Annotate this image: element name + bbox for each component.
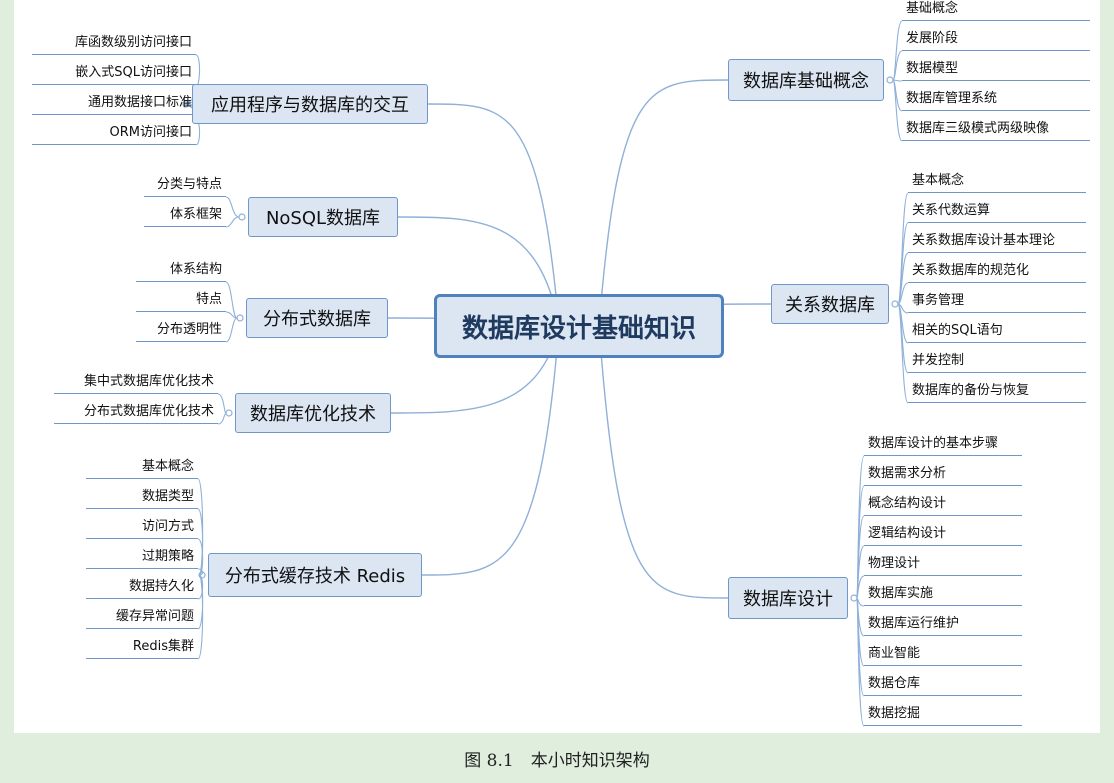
leaf-node[interactable]: 数据库的备份与恢复 bbox=[908, 381, 1086, 403]
connector-line bbox=[892, 79, 903, 82]
connector-line bbox=[598, 325, 729, 599]
connector-line bbox=[182, 103, 201, 146]
branch-node[interactable]: NoSQL数据库 bbox=[248, 197, 398, 237]
leaf-node[interactable]: 商业智能 bbox=[864, 644, 1022, 666]
leaf-node[interactable]: 发展阶段 bbox=[902, 29, 1090, 51]
leaf-node[interactable]: 缓存异常问题 bbox=[86, 607, 198, 629]
leaf-node[interactable]: 逻辑结构设计 bbox=[864, 524, 1022, 546]
connector-line bbox=[892, 50, 903, 81]
leaf-node[interactable]: 集中式数据库优化技术 bbox=[54, 372, 218, 394]
leaf-node[interactable]: 分布式数据库优化技术 bbox=[54, 402, 218, 424]
leaf-node[interactable]: 体系框架 bbox=[144, 205, 226, 227]
connector-line bbox=[197, 538, 204, 576]
branch-node[interactable]: 分布式缓存技术 Redis bbox=[208, 553, 422, 597]
leaf-node[interactable]: 通用数据接口标准 bbox=[32, 93, 196, 115]
connector-line bbox=[217, 412, 227, 425]
connector-line bbox=[397, 216, 560, 327]
connector-line bbox=[598, 79, 729, 327]
leaf-node[interactable]: 基础概念 bbox=[902, 0, 1090, 21]
leaf-node[interactable]: 数据类型 bbox=[86, 487, 198, 509]
leaf-node[interactable]: 库函数级别访问接口 bbox=[32, 33, 196, 55]
connector-line bbox=[225, 216, 240, 228]
leaf-node[interactable]: 数据需求分析 bbox=[864, 464, 1022, 486]
connector-line bbox=[197, 574, 204, 660]
leaf-node[interactable]: 物理设计 bbox=[864, 554, 1022, 576]
leaf-node[interactable]: 过期策略 bbox=[86, 547, 198, 569]
connector-line bbox=[897, 252, 909, 305]
figure-caption: 图 8.1 本小时知识架构 bbox=[464, 750, 650, 771]
connector-line bbox=[427, 103, 560, 327]
connector-line bbox=[892, 20, 903, 81]
leaf-node[interactable]: 数据仓库 bbox=[864, 674, 1022, 696]
connector-line bbox=[182, 54, 201, 105]
leaf-node[interactable]: 概念结构设计 bbox=[864, 494, 1022, 516]
leaf-node[interactable]: 数据库运行维护 bbox=[864, 614, 1022, 636]
connector-line bbox=[197, 508, 204, 576]
connector-line bbox=[225, 281, 238, 319]
leaf-node[interactable]: 数据模型 bbox=[902, 59, 1090, 81]
connector-line bbox=[897, 282, 909, 305]
leaf-node[interactable]: 基本概念 bbox=[908, 171, 1086, 193]
leaf-node[interactable]: Redis集群 bbox=[86, 637, 198, 659]
collapse-toggle-icon[interactable] bbox=[850, 594, 858, 602]
leaf-node[interactable]: 数据库管理系统 bbox=[902, 89, 1090, 111]
branch-node[interactable]: 关系数据库 bbox=[771, 284, 889, 324]
connector-line bbox=[856, 597, 865, 727]
leaf-node[interactable]: 关系代数运算 bbox=[908, 201, 1086, 223]
leaf-node[interactable]: 事务管理 bbox=[908, 291, 1086, 313]
collapse-toggle-icon[interactable] bbox=[225, 409, 233, 417]
branch-node[interactable]: 应用程序与数据库的交互 bbox=[192, 84, 428, 124]
collapse-toggle-icon[interactable] bbox=[238, 213, 246, 221]
leaf-node[interactable]: 特点 bbox=[136, 290, 226, 312]
branch-node[interactable]: 分布式数据库 bbox=[246, 298, 388, 338]
leaf-node[interactable]: 关系数据库设计基本理论 bbox=[908, 231, 1086, 253]
connector-line bbox=[225, 317, 238, 343]
branch-node[interactable]: 数据库设计 bbox=[728, 577, 848, 619]
leaf-node[interactable]: 数据库实施 bbox=[864, 584, 1022, 606]
connector-line bbox=[897, 303, 909, 404]
leaf-node[interactable]: 关系数据库的规范化 bbox=[908, 261, 1086, 283]
leaf-node[interactable]: 数据挖掘 bbox=[864, 704, 1022, 726]
leaf-node[interactable]: 数据库三级模式两级映像 bbox=[902, 119, 1090, 141]
collapse-toggle-icon[interactable] bbox=[891, 300, 899, 308]
connector-line bbox=[421, 325, 560, 576]
leaf-node[interactable]: 基本概念 bbox=[86, 457, 198, 479]
collapse-toggle-icon[interactable] bbox=[236, 314, 244, 322]
leaf-node[interactable]: 分布透明性 bbox=[136, 320, 226, 342]
central-topic[interactable]: 数据库设计基础知识 bbox=[434, 294, 724, 358]
connector-line bbox=[217, 393, 227, 414]
connector-layer bbox=[182, 20, 909, 727]
leaf-node[interactable]: 数据持久化 bbox=[86, 577, 198, 599]
leaf-node[interactable]: 嵌入式SQL访问接口 bbox=[32, 63, 196, 85]
leaf-node[interactable]: 相关的SQL语句 bbox=[908, 321, 1086, 343]
leaf-node[interactable]: 体系结构 bbox=[136, 260, 226, 282]
leaf-node[interactable]: 分类与特点 bbox=[144, 175, 226, 197]
mindmap-canvas: 库函数级别访问接口嵌入式SQL访问接口通用数据接口标准 ORM访问接口应用程序与数… bbox=[14, 0, 1100, 733]
leaf-node[interactable]: 并发控制 bbox=[908, 351, 1086, 373]
branch-node[interactable]: 数据库基础概念 bbox=[728, 59, 884, 101]
connector-line bbox=[856, 575, 865, 599]
connector-line bbox=[225, 311, 238, 319]
connector-line bbox=[225, 196, 240, 218]
collapse-toggle-icon[interactable] bbox=[886, 76, 894, 84]
leaf-node[interactable]: 数据库设计的基本步骤 bbox=[864, 434, 1022, 456]
leaf-node[interactable]: 访问方式 bbox=[86, 517, 198, 539]
connector-line bbox=[892, 79, 903, 142]
leaf-node[interactable]: ORM访问接口 bbox=[32, 123, 196, 145]
branch-node[interactable]: 数据库优化技术 bbox=[235, 393, 391, 433]
